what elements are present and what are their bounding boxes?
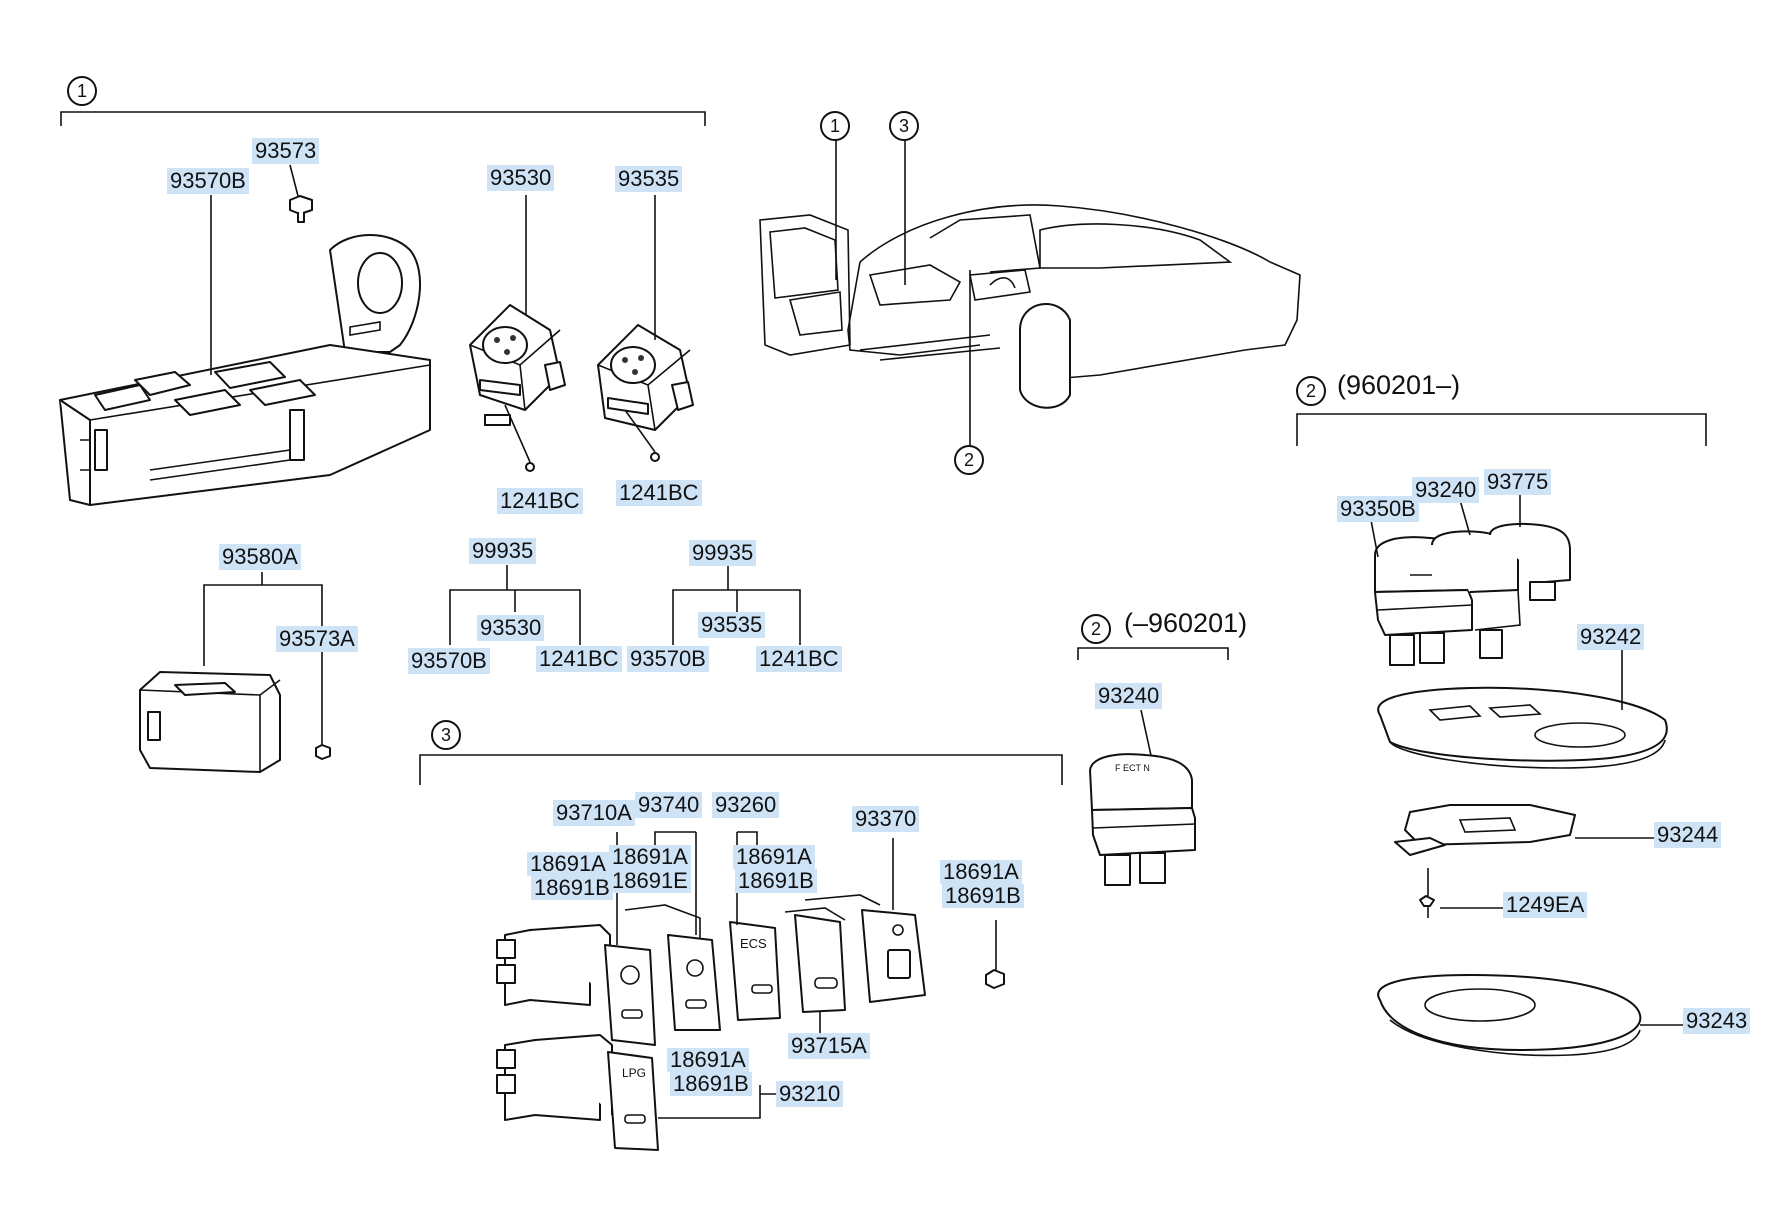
car-callout-1: 1 (820, 111, 850, 141)
group3-marker: 3 (431, 720, 461, 750)
switch-93240-before-drawing (1089, 753, 1196, 886)
switch-93580a-drawing (139, 671, 281, 773)
part-label-93570b[interactable]: 93570B (167, 168, 249, 194)
lpg-marking: LPG (622, 1066, 647, 1080)
part-label-1249ea[interactable]: 1249EA (1503, 892, 1588, 918)
part-label-93570b-kit-a[interactable]: 93570B (408, 648, 490, 674)
cover-93243-drawing (1377, 974, 1642, 1057)
switch-93210-drawing (496, 1034, 659, 1151)
group2-after-bracket (1296, 413, 1707, 446)
part-label-93573a[interactable]: 93573A (276, 626, 358, 652)
switch-93710a-drawing (496, 924, 656, 1046)
part-label-93370[interactable]: 93370 (852, 806, 920, 832)
part-label-18691b-5[interactable]: 18691B (670, 1072, 752, 1096)
part-label-93530-kit[interactable]: 93530 (477, 615, 545, 641)
part-label-18691a-4[interactable]: 18691A (940, 860, 1022, 884)
switch-93715a-drawing (784, 907, 846, 1013)
part-label-93240-before[interactable]: 93240 (1095, 683, 1163, 709)
switch-93370-drawing (804, 894, 926, 1003)
part-label-93570b-kit-b[interactable]: 93570B (627, 646, 709, 672)
bracket-93244-drawing (1394, 804, 1576, 856)
bezel-93242-drawing (1377, 686, 1668, 769)
part-label-93530[interactable]: 93530 (487, 165, 555, 191)
part-label-93775[interactable]: 93775 (1484, 469, 1552, 495)
switch-93740-drawing (624, 904, 721, 1031)
car-callout-2: 2 (954, 445, 984, 475)
part-label-93535-kit[interactable]: 93535 (698, 612, 766, 638)
part-label-18691b-3[interactable]: 18691B (735, 869, 817, 893)
car-callout-3: 3 (889, 111, 919, 141)
group1-bracket (60, 111, 706, 126)
part-label-93244[interactable]: 93244 (1654, 822, 1722, 848)
group2-before-marker: 2 (1081, 614, 1111, 644)
part-label-93715a[interactable]: 93715A (788, 1033, 870, 1059)
cap-93775-drawing (1489, 522, 1571, 601)
part-label-18691b-1[interactable]: 18691B (531, 876, 613, 900)
group3-bracket (419, 754, 1063, 785)
part-label-93260[interactable]: 93260 (712, 792, 780, 818)
part-label-93240-after[interactable]: 93240 (1412, 477, 1480, 503)
part-label-1241bc-kit-b[interactable]: 1241BC (756, 646, 842, 672)
part-label-99935-a[interactable]: 99935 (469, 538, 537, 564)
main-window-switch-drawing (59, 234, 431, 506)
part-label-93243[interactable]: 93243 (1683, 1008, 1751, 1034)
part-label-18691b-4[interactable]: 18691B (942, 884, 1024, 908)
part-label-93535[interactable]: 93535 (615, 166, 683, 192)
part-label-93580a[interactable]: 93580A (219, 544, 301, 570)
part-label-93350b[interactable]: 93350B (1337, 496, 1419, 522)
part-label-93740[interactable]: 93740 (635, 792, 703, 818)
cap-marking: F ECT N (1115, 763, 1150, 773)
part-label-99935-b[interactable]: 99935 (689, 540, 757, 566)
switch-93530-drawing (469, 304, 566, 426)
part-label-93242[interactable]: 93242 (1577, 624, 1645, 650)
group2-before-bracket (1077, 647, 1229, 660)
group2-after-marker: 2 (1296, 376, 1326, 406)
part-label-1241bc-kit-a[interactable]: 1241BC (536, 646, 622, 672)
group2-before-note: (–960201) (1124, 608, 1248, 638)
switch-93260-drawing (729, 921, 781, 1021)
part-label-18691a-2[interactable]: 18691A (609, 845, 691, 869)
part-label-1241bc-a[interactable]: 1241BC (497, 488, 583, 514)
part-label-18691a-3[interactable]: 18691A (733, 845, 815, 869)
part-label-18691e-2[interactable]: 18691E (609, 869, 691, 893)
switch-93535-drawing (597, 324, 694, 431)
group2-after-note: (960201–) (1337, 370, 1461, 400)
part-label-1241bc-b[interactable]: 1241BC (616, 480, 702, 506)
part-label-18691a-1[interactable]: 18691A (527, 852, 609, 876)
ecs-marking: ECS (740, 936, 767, 951)
part-label-93710a[interactable]: 93710A (553, 800, 635, 826)
part-label-93210[interactable]: 93210 (776, 1081, 844, 1107)
car-silhouette-drawing (759, 204, 1301, 409)
part-label-93573[interactable]: 93573 (252, 138, 320, 164)
part-label-18691a-5[interactable]: 18691A (667, 1048, 749, 1072)
screw-93573-drawing (289, 195, 313, 223)
group1-marker: 1 (67, 76, 97, 106)
